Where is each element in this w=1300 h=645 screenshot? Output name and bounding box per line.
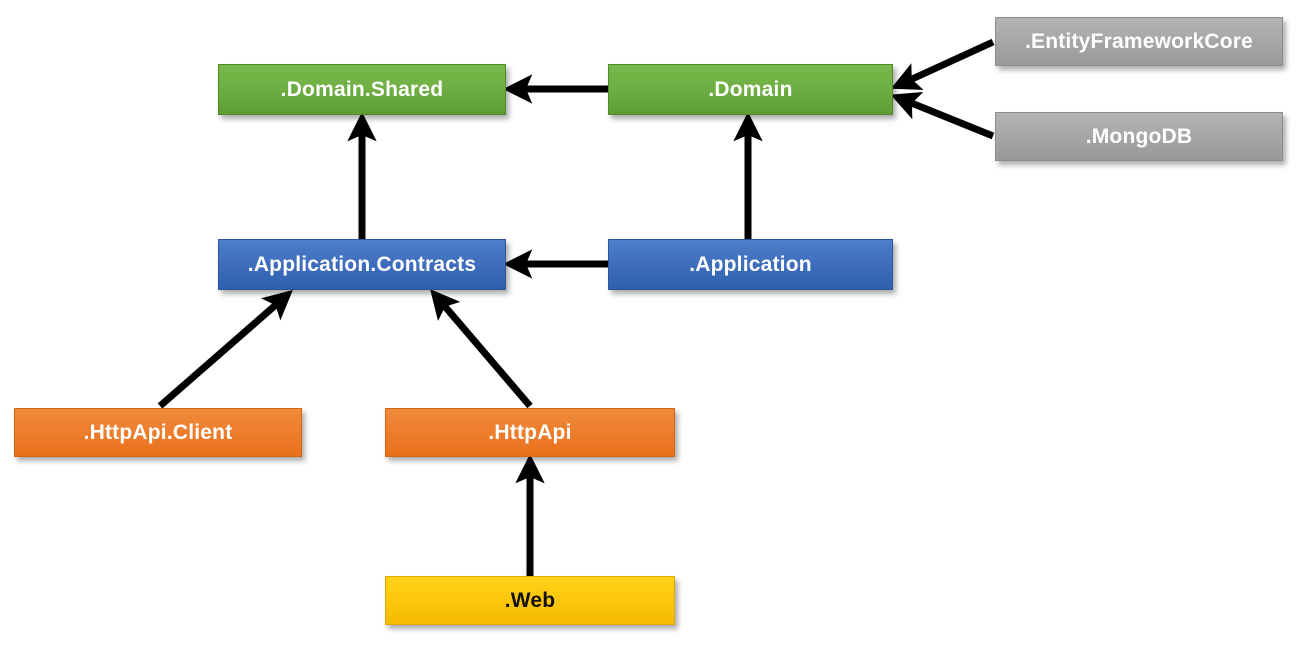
node-label-entityframeworkcore: .EntityFrameworkCore	[1024, 29, 1254, 53]
node-entityframeworkcore[interactable]: .EntityFrameworkCore	[995, 17, 1283, 66]
node-httpapi[interactable]: .HttpApi	[385, 408, 675, 457]
edge-efcore-to-domain	[890, 38, 995, 90]
node-mongodb[interactable]: .MongoDB	[995, 112, 1283, 161]
node-label-application: .Application	[689, 252, 812, 276]
node-domain[interactable]: .Domain	[608, 64, 893, 115]
node-label-domain: .Domain	[708, 77, 793, 101]
node-label-httpapi: .HttpApi	[488, 420, 572, 444]
edge-httpapi-client-to-application-contracts	[157, 290, 293, 409]
node-application-contracts[interactable]: .Application.Contracts	[218, 239, 506, 290]
node-label-httpapi-client: .HttpApi.Client	[83, 420, 233, 444]
edge-httpapi-to-application-contracts	[430, 289, 533, 409]
node-httpapi-client[interactable]: .HttpApi.Client	[14, 408, 302, 457]
node-application[interactable]: .Application	[608, 239, 893, 290]
node-domain-shared[interactable]: .Domain.Shared	[218, 64, 506, 115]
node-label-application-contracts: .Application.Contracts	[247, 252, 477, 276]
dependency-edges	[157, 38, 995, 576]
node-web[interactable]: .Web	[385, 576, 675, 625]
node-label-mongodb: .MongoDB	[1085, 124, 1193, 148]
node-label-domain-shared: .Domain.Shared	[280, 77, 444, 101]
node-label-web: .Web	[504, 588, 556, 612]
edge-mongodb-to-domain	[890, 91, 995, 140]
